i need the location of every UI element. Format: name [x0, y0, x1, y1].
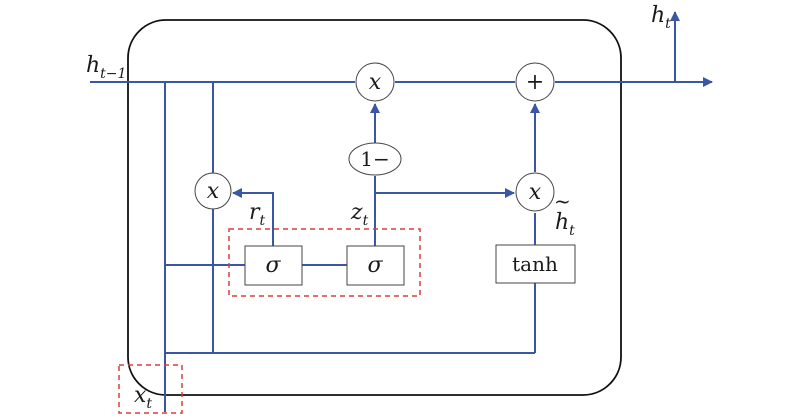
h-out-label: ht	[651, 3, 671, 32]
reset-gate-box: σ	[244, 245, 303, 286]
multiply-top-symbol: x	[369, 70, 382, 95]
one-minus-node: 1−	[348, 142, 402, 176]
multiply-top-node: x	[355, 62, 395, 102]
one-minus-label: 1−	[360, 147, 389, 171]
x-input-dashed-box	[118, 364, 183, 414]
multiply-left-symbol: x	[207, 179, 220, 204]
add-top-node: +	[515, 62, 555, 102]
h-tilde-label: ht	[555, 210, 575, 239]
update-gate-box: σ	[346, 245, 405, 286]
update-sigma-label: σ	[367, 253, 383, 278]
r-gate-label: rt	[249, 200, 266, 229]
multiply-right-node: x	[515, 172, 555, 212]
tanh-box: tanh	[495, 244, 576, 284]
x-input-label: xt	[134, 383, 152, 412]
wires	[90, 11, 713, 412]
tanh-label: tanh	[512, 252, 558, 276]
reset-sigma-label: σ	[265, 253, 281, 278]
z-gate-label: zt	[350, 200, 369, 229]
gates-dashed-box	[228, 228, 421, 297]
multiply-left-node: x	[194, 172, 232, 210]
h-prev-label: ht−1	[86, 53, 126, 82]
r-gate-arrow	[232, 188, 274, 246]
multiply-right-symbol: x	[529, 180, 542, 205]
h-tilde-accent: ~	[554, 189, 571, 213]
cell-boundary	[127, 19, 622, 396]
add-symbol: +	[526, 70, 544, 95]
